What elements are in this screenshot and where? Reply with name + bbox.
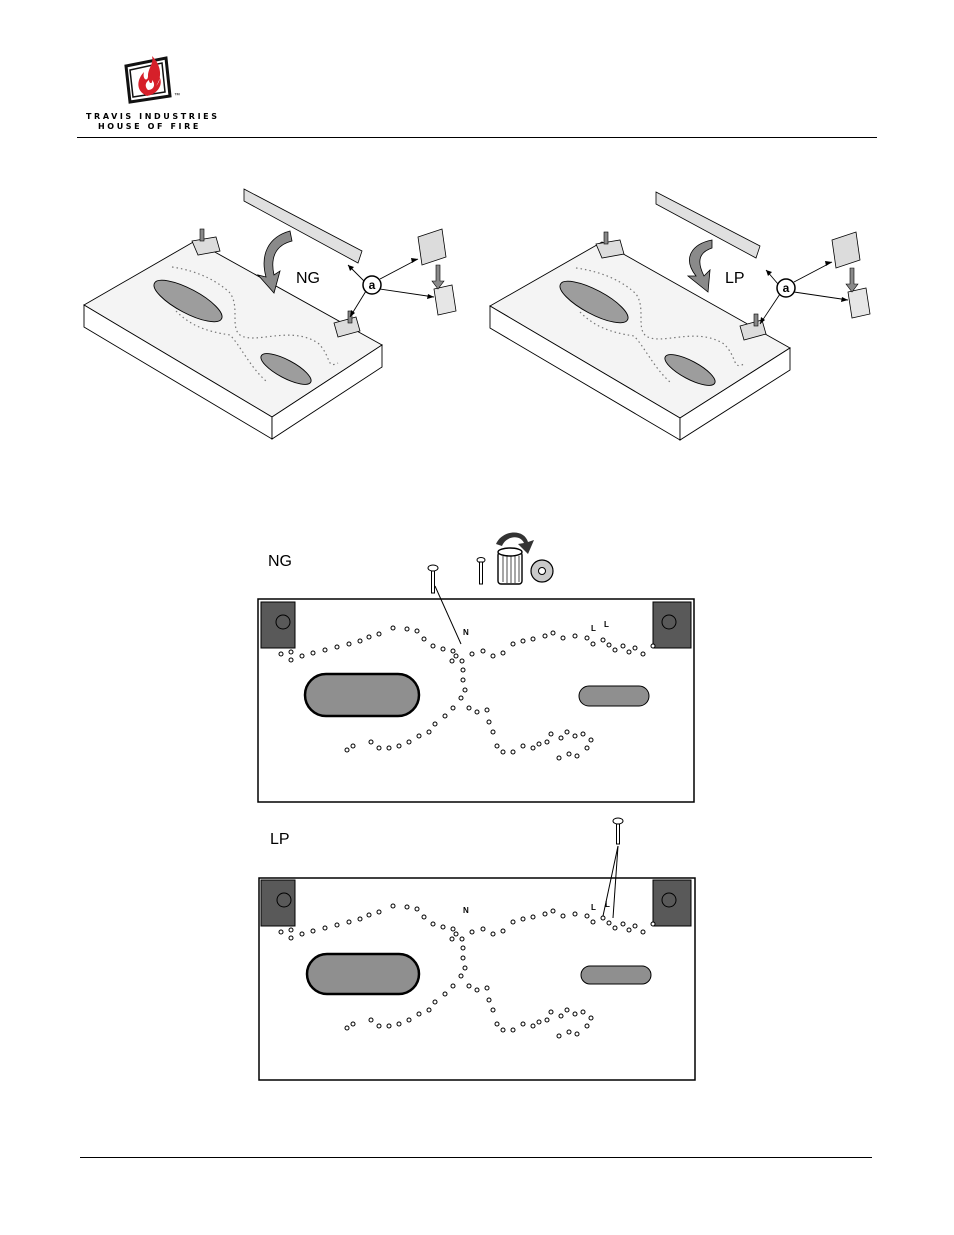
lp-burner-panel — [258, 845, 696, 1081]
ng-conversion-isometric-diagram: a — [83, 188, 457, 440]
callout-a-right: a — [783, 281, 790, 295]
brand-name: TRAVIS INDUSTRIES — [86, 112, 220, 121]
ng-marker-n: N — [463, 628, 469, 637]
callout-a-left: a — [369, 278, 376, 292]
lp-label-top: LP — [725, 270, 745, 287]
lp-marker-l1: L — [591, 903, 596, 912]
lp-conversion-isometric-diagram: a — [489, 191, 871, 441]
trademark-symbol: ™ — [174, 93, 180, 99]
lp-marker-n: N — [463, 906, 469, 915]
flame-logo-icon — [124, 56, 172, 104]
ng-label-top: NG — [296, 270, 320, 287]
lp-marker-l2: L — [605, 900, 610, 909]
ng-marker-l1: L — [591, 624, 596, 633]
ng-label-panel: NG — [268, 553, 292, 570]
orifice-rotate-icon — [476, 532, 554, 585]
ng-pin-icon — [427, 564, 439, 594]
lp-label-panel: LP — [270, 831, 290, 848]
footer-rule — [80, 1157, 872, 1158]
brand-tagline: HOUSE OF FIRE — [98, 122, 201, 131]
header-rule — [77, 137, 877, 138]
lp-pin-icon — [612, 817, 624, 845]
ng-marker-l2: L — [604, 620, 609, 629]
ng-burner-panel — [257, 585, 695, 803]
